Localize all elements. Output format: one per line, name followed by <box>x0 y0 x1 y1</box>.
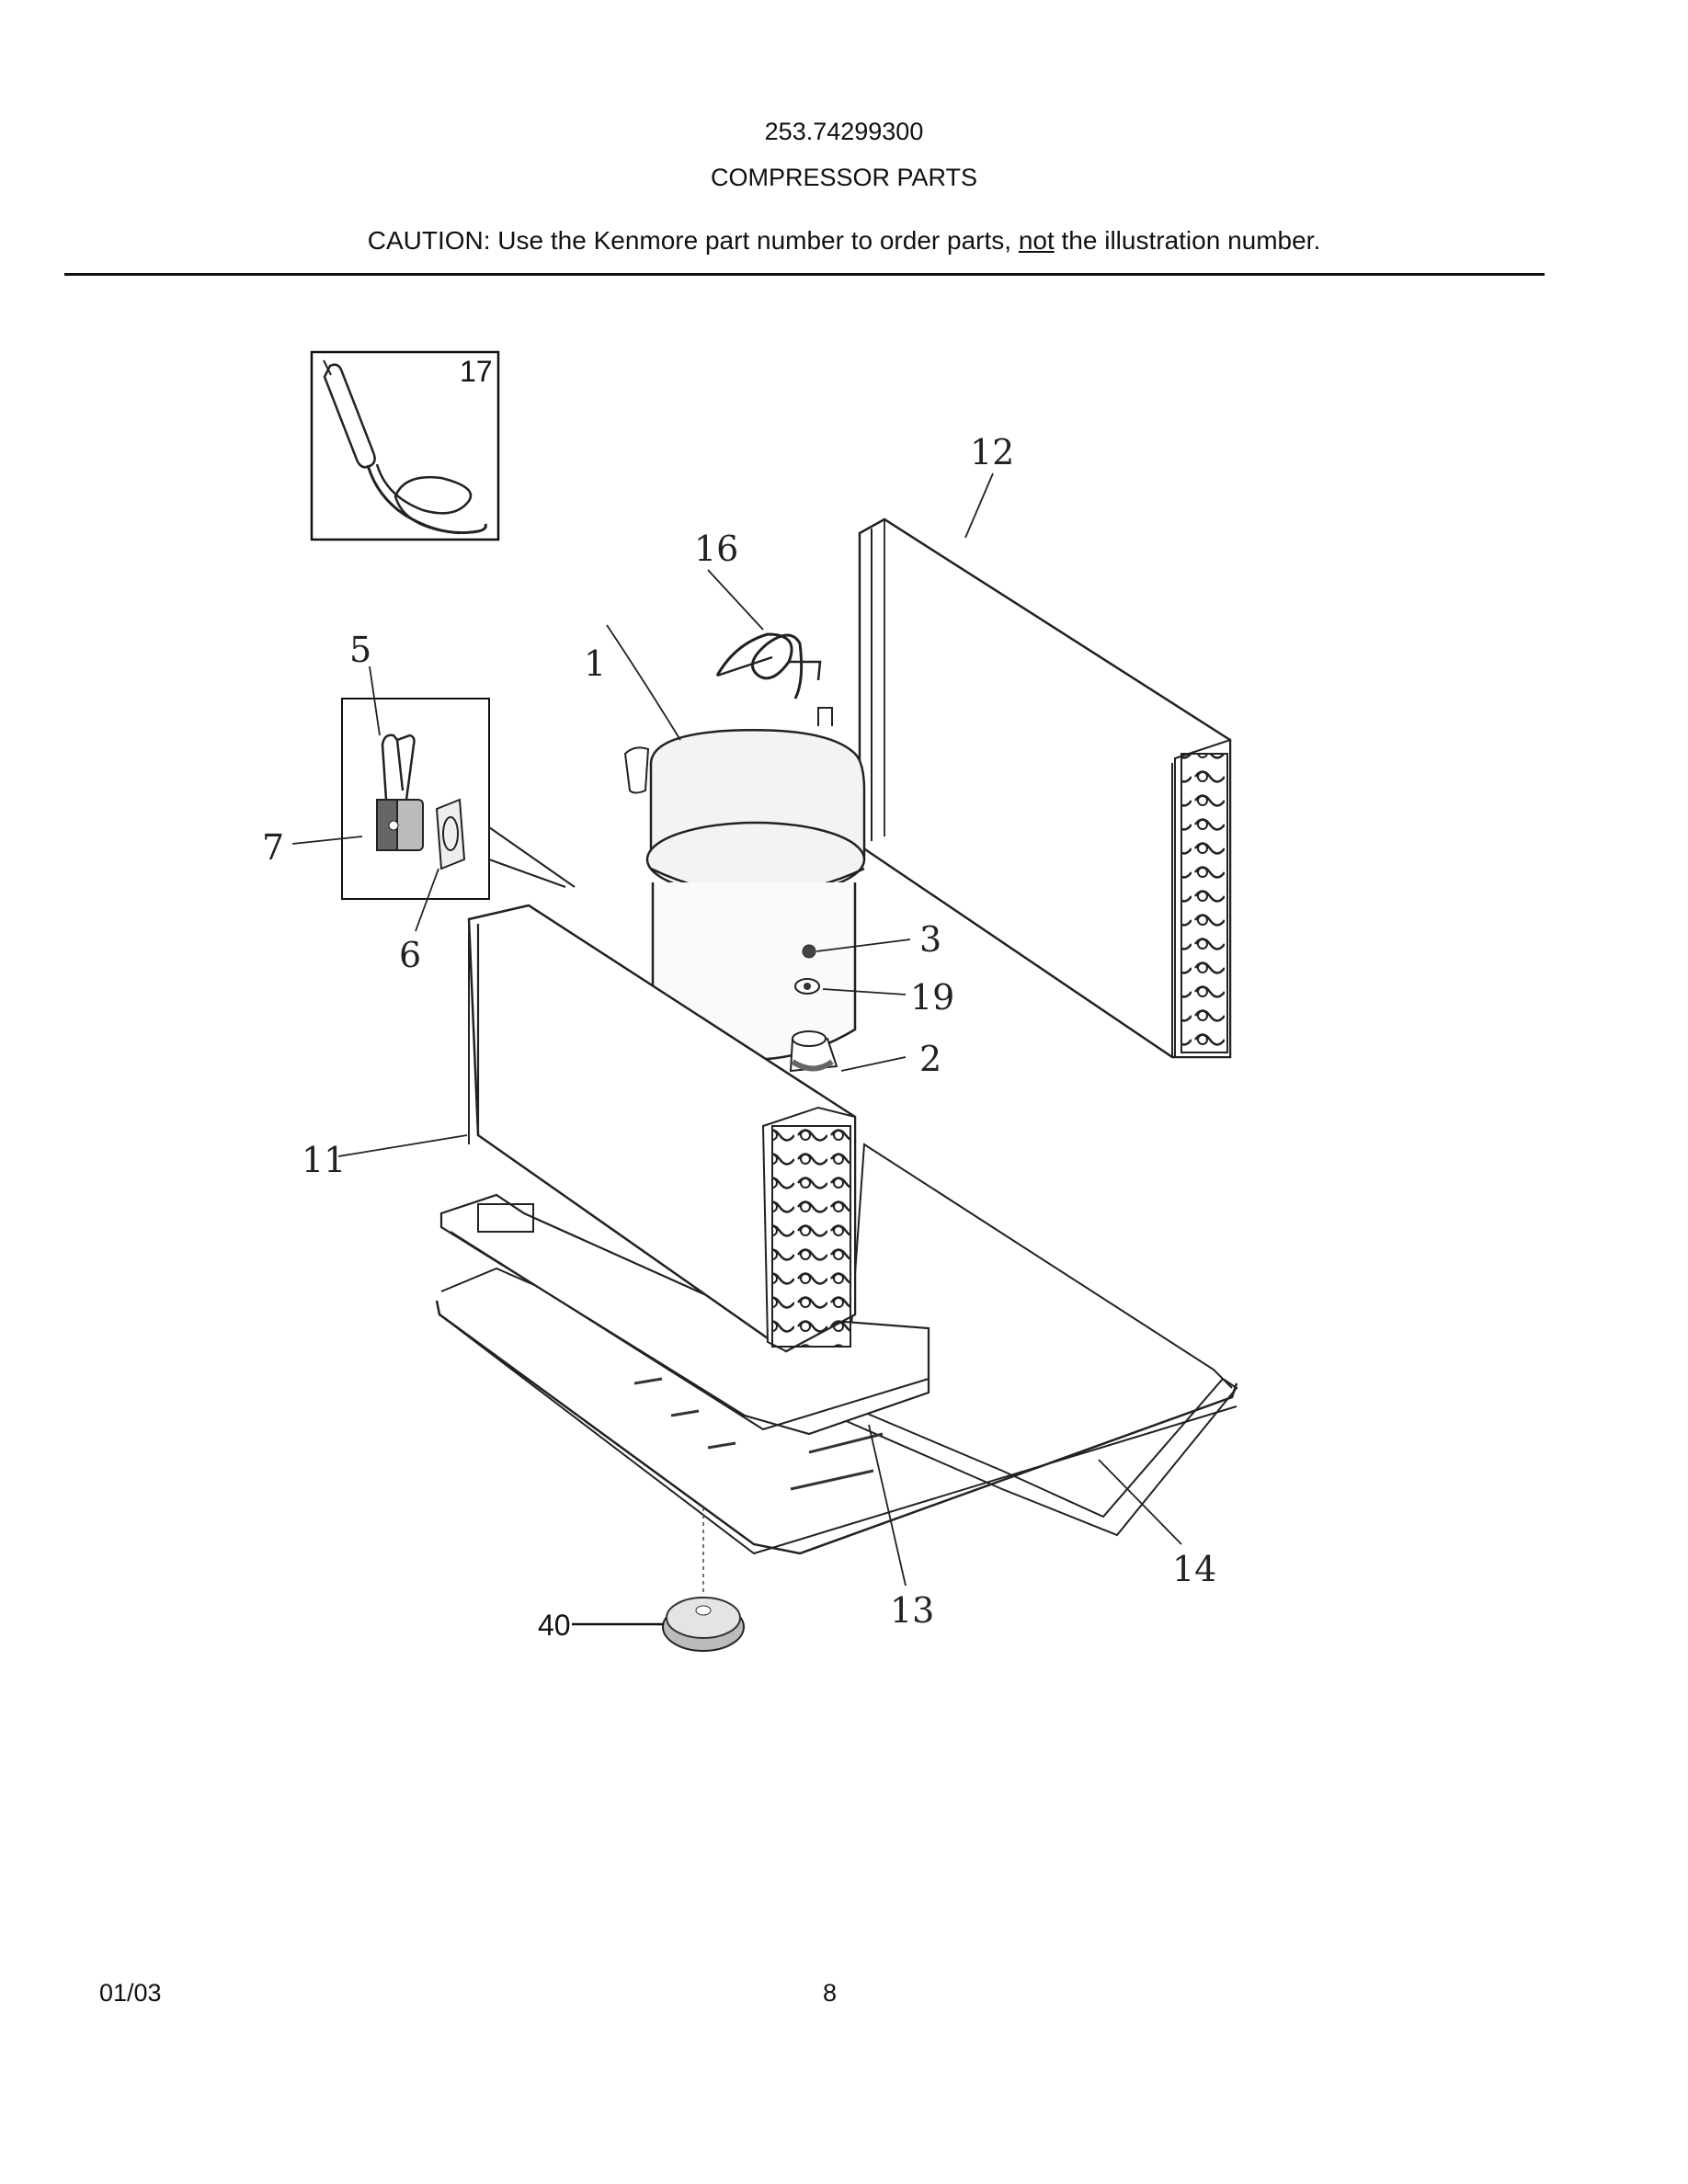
callout-5: 5 <box>349 630 371 670</box>
caution-prefix: CAUTION: Use the Kenmore part number to … <box>367 226 1019 255</box>
callout-12: 12 <box>970 432 1014 472</box>
callout-3: 3 <box>919 919 941 960</box>
callout-19: 19 <box>910 977 954 1018</box>
part-17-inset: 17 <box>310 350 500 541</box>
caution-suffix: the illustration number. <box>1054 226 1321 255</box>
callout-14: 14 <box>1172 1549 1216 1589</box>
model-number: 253.74299300 <box>764 118 924 145</box>
callout-1: 1 <box>584 643 606 684</box>
callout-13: 13 <box>890 1590 934 1631</box>
callout-40: 40 <box>538 1609 571 1642</box>
footer-date: 01/03 <box>99 1979 162 2007</box>
part-11-evaporator: 11 <box>302 904 857 1353</box>
callout-6: 6 <box>399 935 421 975</box>
caution-note: CAUTION: Use the Kenmore part number to … <box>0 226 1688 256</box>
callout-16: 16 <box>694 529 738 569</box>
part-14-base-pan: 14 <box>435 1143 1238 1589</box>
callout-7: 7 <box>262 827 284 868</box>
part-1-compressor: 1 3 19 2 <box>584 624 954 1079</box>
section-title: COMPRESSOR PARTS <box>710 164 978 191</box>
callout-11: 11 <box>302 1140 346 1180</box>
header-rule <box>64 273 1545 276</box>
part-5-6-7-inset: 5 7 6 <box>262 630 576 975</box>
callout-2: 2 <box>919 1039 941 1079</box>
callout-17: 17 <box>460 355 493 388</box>
part-13-drain-tray: 13 <box>439 1193 934 1631</box>
part-40-foot: 40 <box>538 1507 745 1652</box>
part-16-capillary: 16 <box>694 529 822 700</box>
caution-emphasis: not <box>1018 226 1055 255</box>
part-12-condenser: 12 <box>858 432 1232 1059</box>
page-number: 8 <box>823 1979 838 2007</box>
